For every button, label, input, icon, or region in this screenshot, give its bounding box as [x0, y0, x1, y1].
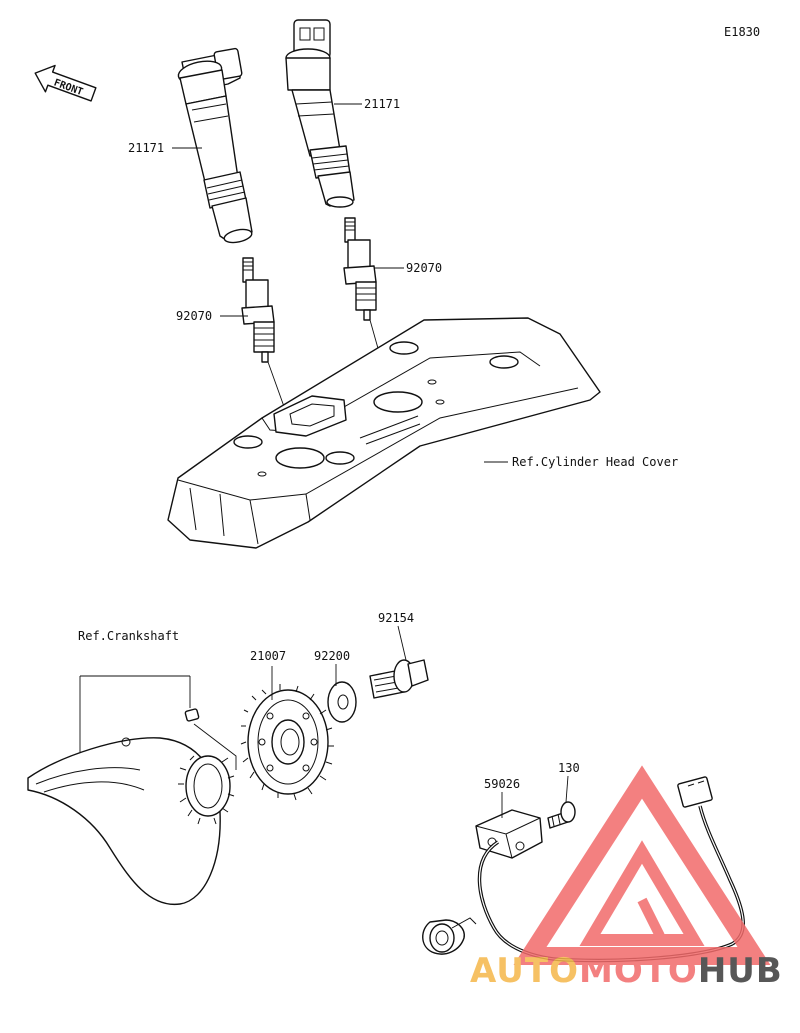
- label-bolt: 92154: [378, 611, 414, 625]
- leader-line: [397, 625, 407, 661]
- watermark-hub: HUB: [698, 951, 783, 991]
- watermark-auto: AUTO: [470, 951, 579, 991]
- cylinder-head-cover[interactable]: [167, 317, 601, 549]
- watermark-logo-icon: [513, 765, 771, 965]
- label-coil-left: 21171: [128, 141, 164, 155]
- label-crankshaft: Ref.Crankshaft: [78, 629, 179, 643]
- screw[interactable]: [547, 801, 576, 829]
- spark-plug-left[interactable]: [241, 257, 275, 363]
- timing-rotor[interactable]: [240, 684, 334, 801]
- watermark-moto: MOTO: [579, 951, 698, 991]
- label-coil-right: 21171: [364, 97, 400, 111]
- washer[interactable]: [327, 681, 357, 723]
- label-washer: 92200: [314, 649, 350, 663]
- diagram-code: E1830: [724, 25, 760, 39]
- label-rotor: 21007: [250, 649, 286, 663]
- label-sensor: 59026: [484, 777, 520, 791]
- label-plug-left: 92070: [176, 309, 212, 323]
- label-head-cover: Ref.Cylinder Head Cover: [512, 455, 678, 469]
- crankshaft[interactable]: [27, 708, 235, 906]
- ignition-coil-left[interactable]: [176, 47, 253, 245]
- bolt[interactable]: [369, 659, 429, 699]
- watermark: AUTOMOTOHUB: [470, 765, 783, 991]
- leader-line: [565, 775, 569, 803]
- label-plug-right: 92070: [406, 261, 442, 275]
- crankshaft-bracket: [79, 675, 191, 752]
- svg-text:AUTOMOTOHUB: AUTOMOTOHUB: [470, 951, 783, 991]
- label-screw: 130: [558, 761, 580, 775]
- spark-plug-right[interactable]: [343, 217, 377, 321]
- ignition-coil-right[interactable]: [285, 19, 355, 208]
- front-arrow-icon: FRONT: [34, 64, 97, 102]
- guide-line: [193, 723, 237, 770]
